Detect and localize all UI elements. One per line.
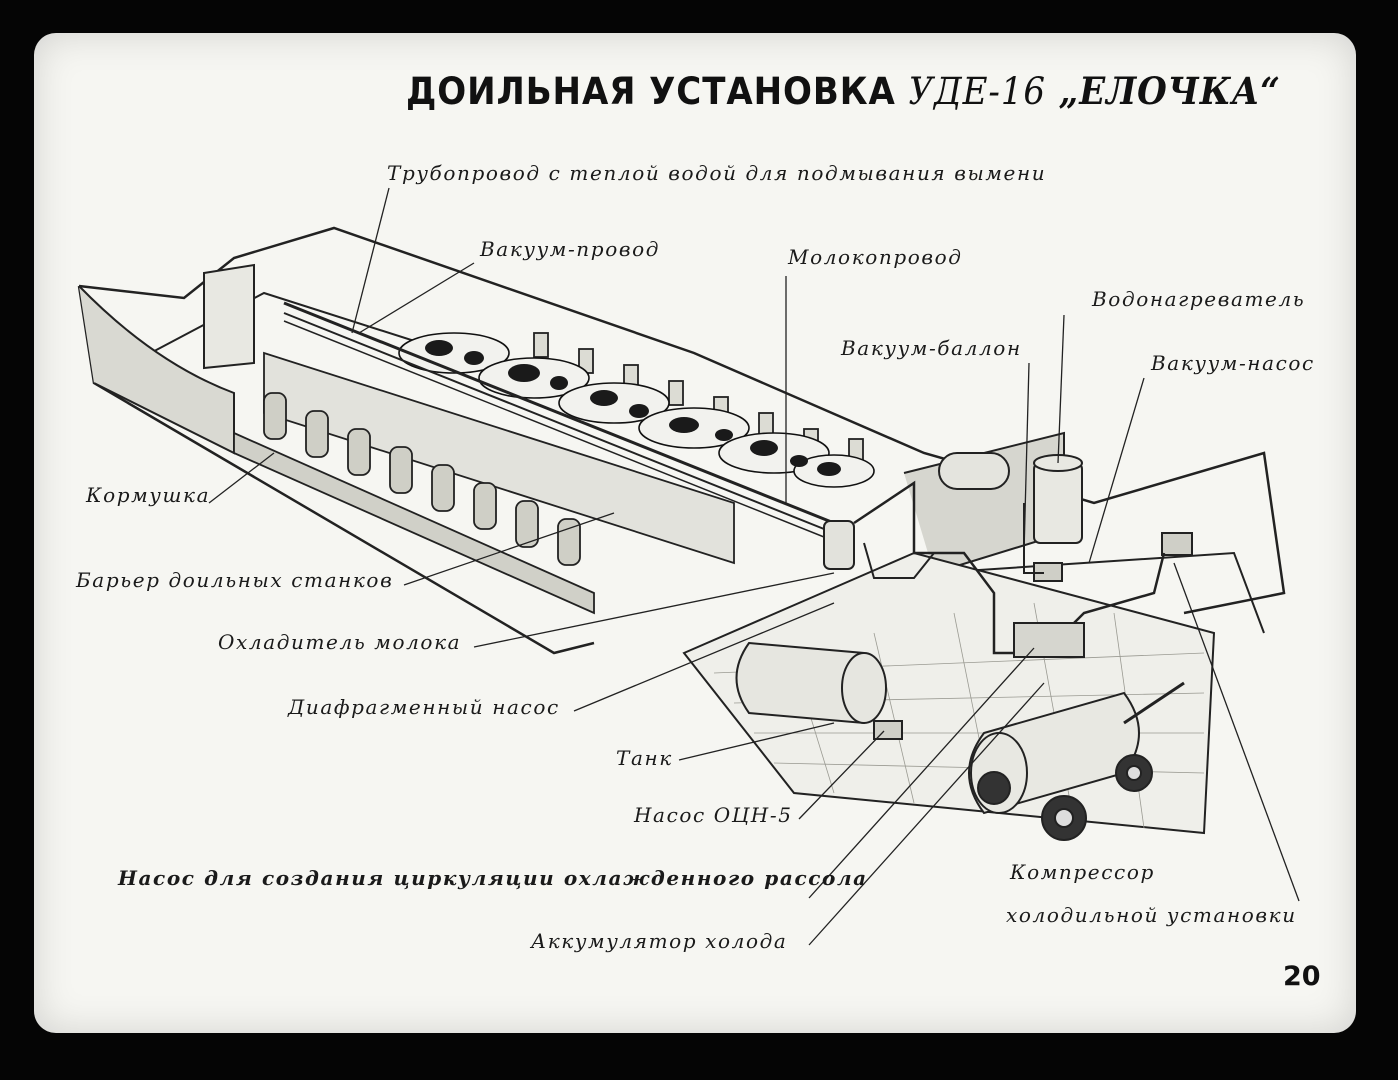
slide: ДОИЛЬНАЯ УСТАНОВКА УДЕ-16 „ЕЛОЧКА“ Трубо… [34, 33, 1356, 1033]
water-heater-shape [1033, 454, 1083, 544]
label-tank: Танк [616, 746, 673, 770]
slide-title: ДОИЛЬНАЯ УСТАНОВКА УДЕ-16 „ЕЛОЧКА“ [406, 69, 1281, 113]
milk-cooler-shape [823, 520, 855, 570]
label-brine-pump: Насос для создания циркуляции охлажденно… [118, 866, 868, 890]
milk-trailer [968, 681, 1185, 841]
label-milk-cooler: Охладитель молока [218, 630, 462, 654]
milking-parlor-illustration [77, 187, 1300, 946]
compressor-shape [1161, 532, 1193, 556]
label-diaphragm-pump: Диафрагменный насос [288, 695, 560, 719]
leader-lines [208, 187, 1300, 946]
vacuum-balloon-shape [938, 452, 1010, 490]
title-part1: ДОИЛЬНАЯ УСТАНОВКА [406, 70, 896, 113]
label-stall-barrier: Барьер доильных станков [76, 568, 394, 592]
vacuum-pipeline [283, 312, 835, 534]
label-vacuum-balloon: Вакуум-баллон [841, 336, 1022, 360]
tank-shape [735, 641, 887, 725]
label-vacuum-line: Вакуум-провод [480, 237, 660, 261]
title-part2: УДЕ-16 [908, 70, 1047, 113]
label-cold-accumulator: Аккумулятор холода [531, 929, 788, 953]
milking-stalls [233, 332, 864, 615]
cold-accumulator-shape [1013, 622, 1085, 658]
label-water-heater: Водонагреватель [1092, 287, 1306, 311]
label-milk-line: Молокопровод [788, 245, 963, 269]
page-number: 20 [1283, 961, 1321, 992]
label-feeder: Кормушка [86, 483, 211, 507]
label-vacuum-pump: Вакуум-насос [1151, 351, 1315, 375]
title-part3: „ЕЛОЧКА“ [1058, 69, 1281, 113]
label-compressor-line2: холодильной установки [1006, 903, 1297, 927]
milk-pipeline [283, 301, 835, 525]
label-pump-ocn5: Насос ОЦН-5 [634, 803, 793, 827]
label-compressor-line1: Компрессор [1010, 860, 1155, 884]
label-warm-water-pipeline: Трубопровод с теплой водой для подмывани… [387, 161, 1047, 185]
